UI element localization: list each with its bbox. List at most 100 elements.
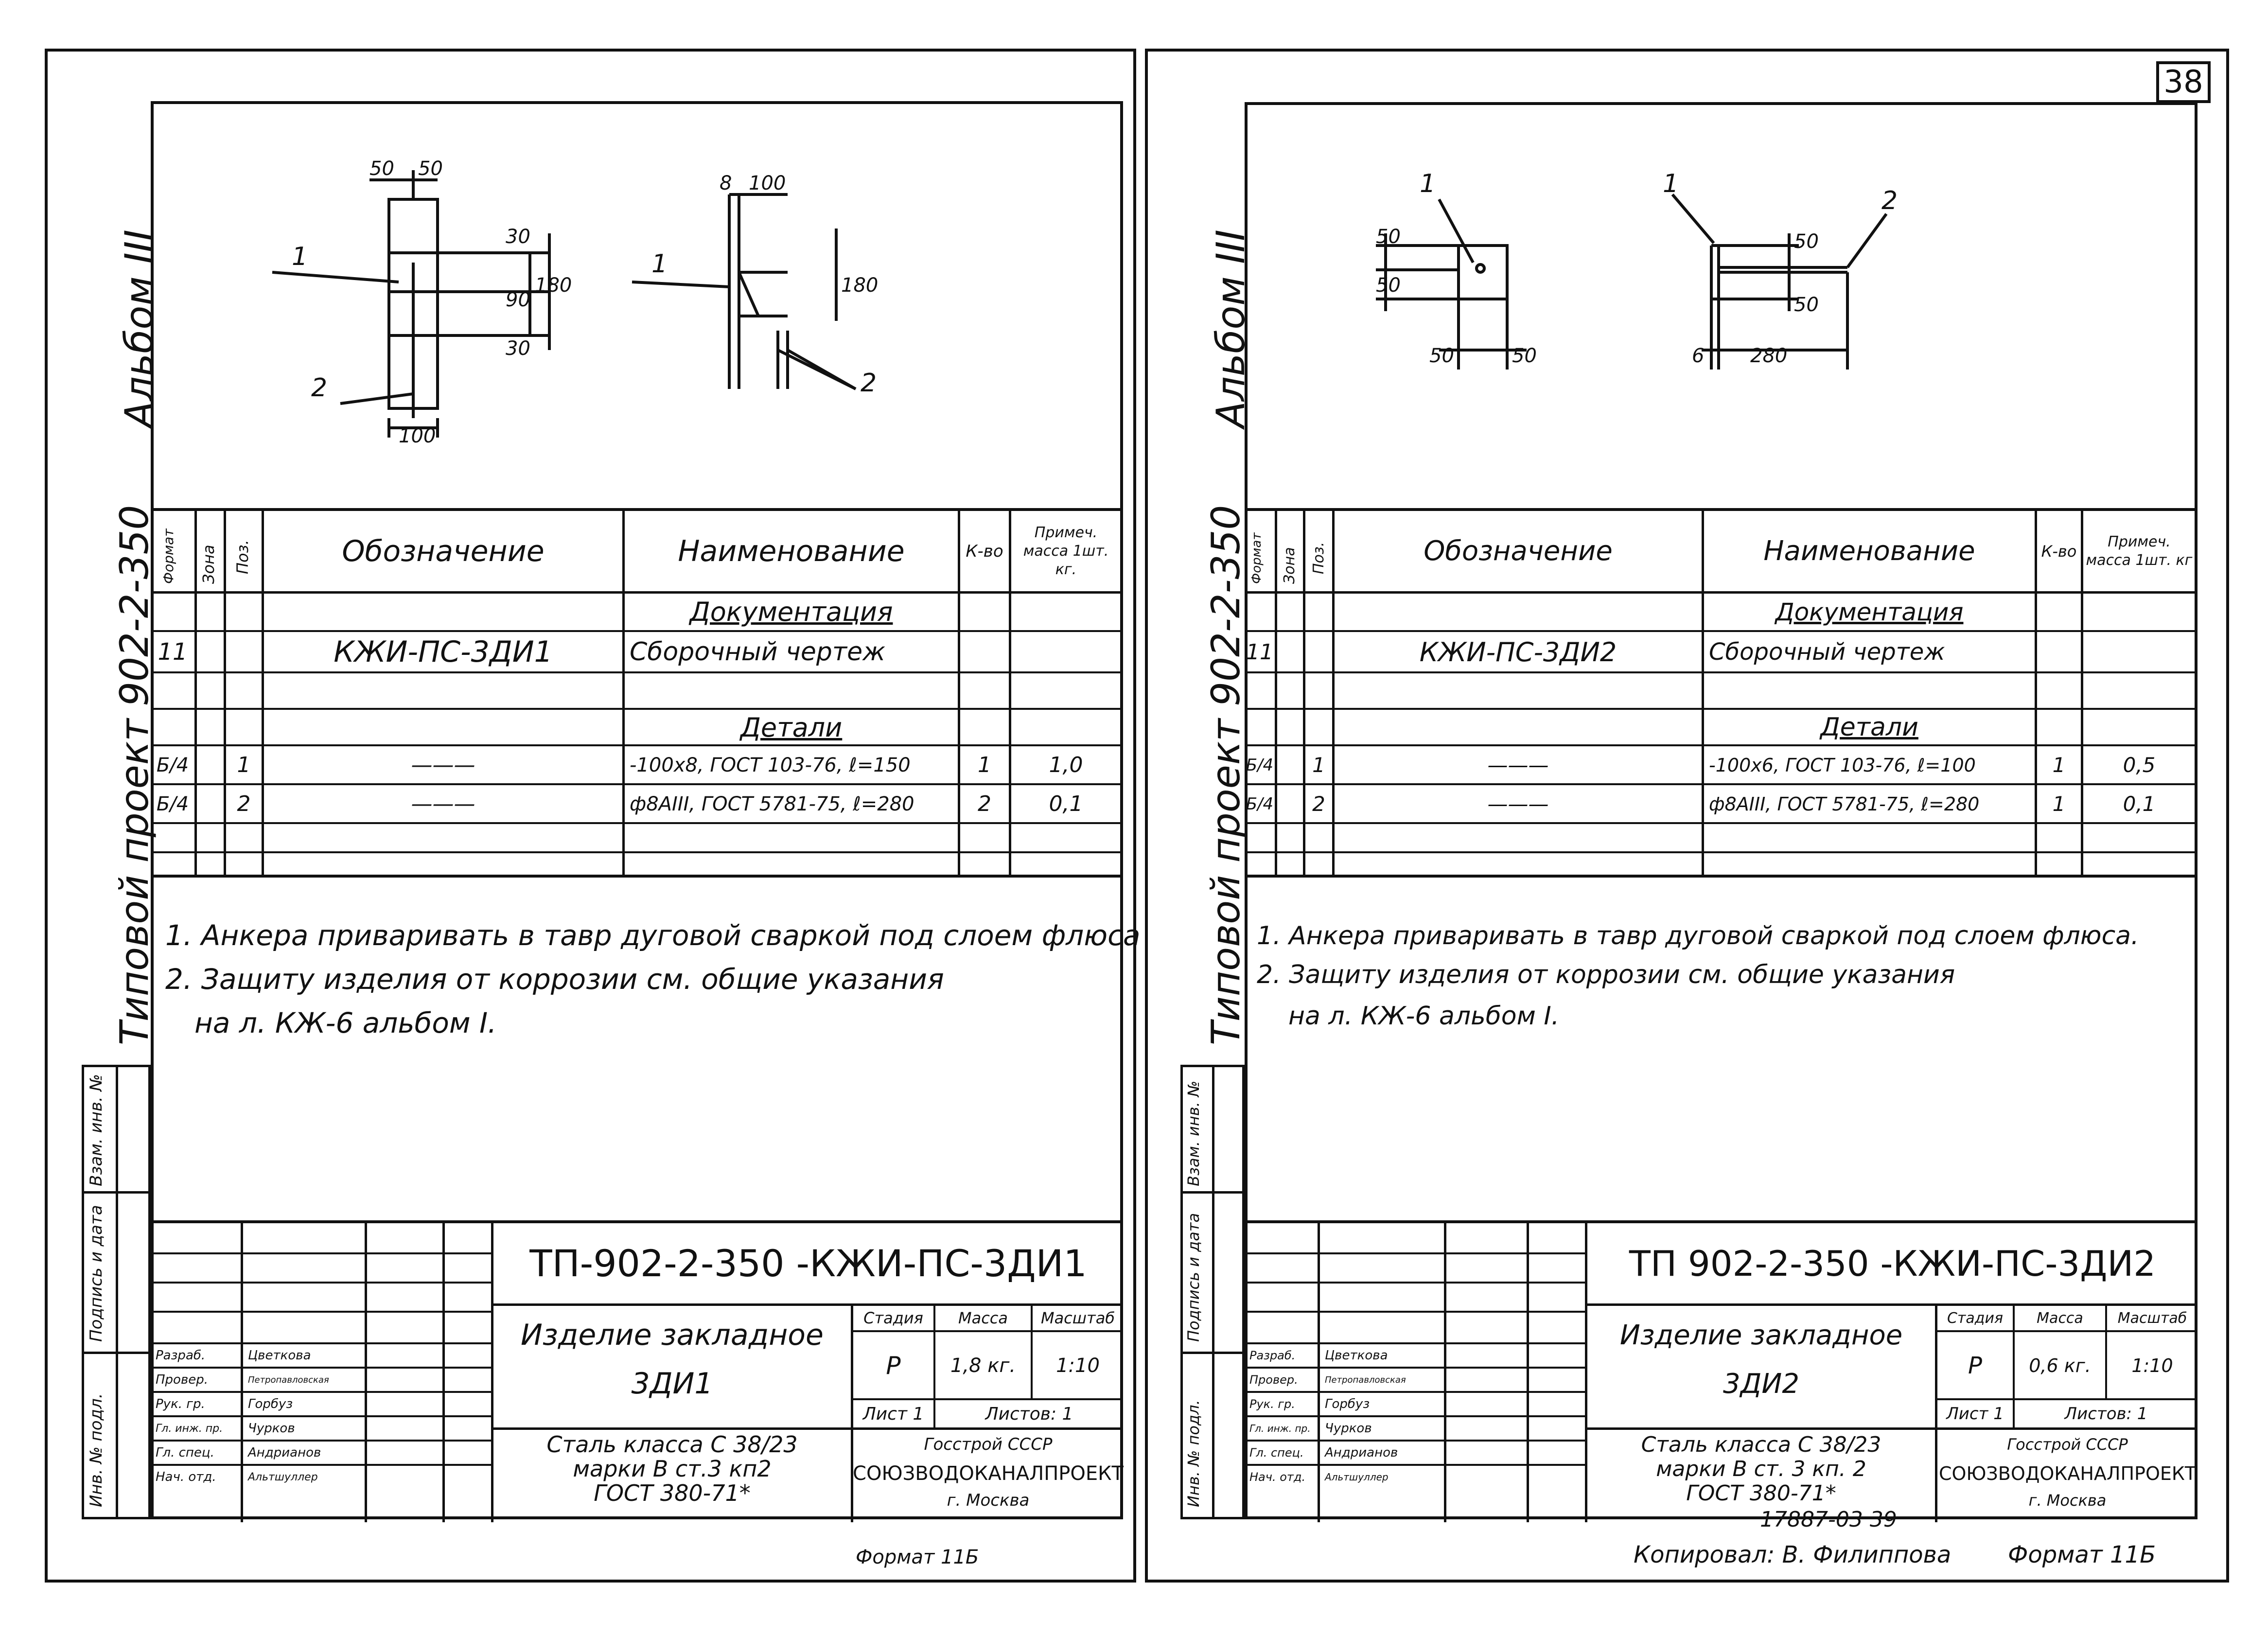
right-role-2: Провер. (1249, 1373, 1298, 1387)
left-frame (151, 101, 1123, 1519)
right-doc-name: Сборочный чертеж (1709, 638, 1945, 666)
left-role-1: Разраб. (156, 1348, 206, 1363)
left-note-1: 1. Анкера приваривать в тавр дуговой сва… (165, 919, 1141, 952)
right-row2-pos: 2 (1312, 792, 1325, 816)
left-name-5: Андрианов (248, 1445, 321, 1460)
right-doc-format: 11 (1246, 639, 1273, 665)
right-extra-code: 17887-03 39 (1760, 1507, 1897, 1532)
right-stamp-mass: 0,6 кг. (2029, 1355, 2091, 1376)
left-album-label: Альбом III (117, 229, 162, 428)
left-row2-qty: 2 (978, 792, 991, 816)
right-stamp-org-1: Госстрой СССР (2007, 1435, 2128, 1454)
right-role-5: Гл. спец. (1249, 1446, 1304, 1460)
right-row2-mass: 0,1 (2123, 792, 2156, 816)
left-stamp-material-2: марки В ст.3 кп2 (573, 1456, 772, 1482)
right-hdr-note: Примеч. масса 1шт. кг (2086, 533, 2193, 569)
left-stamp-title: Изделие закладное (521, 1318, 824, 1352)
right-note-1: 1. Анкера приваривать в тавр дуговой сва… (1257, 921, 2139, 950)
left-side-stamp-vzam: Взам. инв. № (87, 1074, 106, 1186)
left-name-4: Чурков (248, 1421, 295, 1436)
left-hdr-designation: Обозначение (342, 534, 545, 568)
right-stamp-stage: Р (1968, 1352, 1982, 1379)
left-stamp-code: ТП-902-2-350 -КЖИ-ПС-3ДИ1 (529, 1242, 1087, 1285)
left-sheet (45, 49, 1136, 1583)
left-format-note: Формат 11Б (856, 1546, 979, 1568)
right-note-3: на л. КЖ-6 альбом I. (1288, 1002, 1560, 1031)
right-hdr-qty: К-во (2041, 542, 2077, 561)
copied-by: Копировал: В. Филиппова (1634, 1541, 1952, 1568)
left-role-6: Нач. отд. (156, 1470, 216, 1484)
left-stamp-org-1: Госстрой СССР (924, 1435, 1053, 1454)
left-row2-mass: 0,1 (1049, 792, 1083, 816)
right-hdr-format: Формат (1249, 532, 1264, 584)
left-hdr-name: Наименование (678, 534, 905, 568)
right-row2-format: Б/4 (1246, 794, 1274, 814)
left-row1-qty: 1 (978, 753, 991, 777)
left-stamp-material-3: ГОСТ 380-71* (594, 1480, 751, 1506)
left-row1-name: -100х8, ГОСТ 103-76, ℓ=150 (630, 754, 911, 776)
right-name-3: Горбуз (1325, 1397, 1370, 1411)
right-note-2: 2. Защиту изделия от коррозии см. общие … (1257, 960, 1955, 989)
left-name-3: Горбуз (248, 1397, 293, 1411)
left-role-3: Рук. гр. (156, 1397, 205, 1411)
left-row1-pos: 1 (237, 753, 251, 777)
right-row1-designation: ——— (1487, 753, 1549, 777)
right-stamp-title: Изделие закладное (1619, 1319, 1903, 1351)
right-title-block: ТП 902-2-350 -КЖИ-ПС-3ДИ2 Изделие заклад… (1245, 1220, 2198, 1522)
right-section-docs: Документация (1775, 598, 1964, 626)
left-hdr-qty: К-во (966, 541, 1003, 561)
left-row1-designation: ——— (411, 753, 475, 777)
left-stamp-stage: Р (886, 1351, 901, 1380)
right-side-stamp-inv: Инв. № подл. (1184, 1400, 1203, 1507)
right-project-label: Типовой проект 902-2-350 (1203, 505, 1248, 1045)
left-row2-format: Б/4 (156, 792, 189, 815)
right-stamp-sheets: Листов: 1 (2064, 1404, 2148, 1424)
right-name-4: Чурков (1325, 1421, 1372, 1436)
right-stamp-scale-label: Масштаб (2117, 1309, 2187, 1327)
right-role-4: Гл. инж. пр. (1249, 1423, 1311, 1434)
right-stamp-org-2: СОЮЗВОДОКАНАЛПРОЕКТ (1938, 1463, 2197, 1484)
right-section-details: Детали (1820, 713, 1918, 742)
right-sheet (1145, 49, 2229, 1583)
left-role-2: Провер. (156, 1372, 209, 1387)
right-hdr-zone: Зона (1281, 547, 1298, 584)
left-hdr-format: Формат (160, 528, 176, 584)
right-doc-code: КЖИ-ПС-3ДИ2 (1419, 636, 1617, 668)
left-stamp-org-3: г. Москва (947, 1491, 1030, 1510)
right-row2-name: ф8АIII, ГОСТ 5781-75, ℓ=280 (1709, 793, 1980, 815)
left-stamp-material-1: Сталь класса С 38/23 (546, 1431, 798, 1458)
left-note-3: на л. КЖ-6 альбом I. (194, 1006, 497, 1039)
right-stamp-mass-label: Масса (2037, 1309, 2083, 1327)
page-number: 38 (2163, 64, 2203, 100)
left-doc-code: КЖИ-ПС-3ДИ1 (334, 635, 553, 669)
right-stamp-material-1: Сталь класса С 38/23 (1641, 1432, 1881, 1457)
left-spec-table: Формат Зона Поз. Обозначение Наименовани… (151, 508, 1123, 878)
right-role-3: Рук. гр. (1249, 1397, 1295, 1411)
left-doc-format: 11 (158, 638, 188, 666)
left-doc-name: Сборочный чертеж (630, 637, 885, 667)
left-name-1: Цветкова (248, 1348, 311, 1363)
right-stamp-org-3: г. Москва (2028, 1491, 2107, 1510)
right-row1-mass: 0,5 (2123, 753, 2156, 777)
right-name-6: Альтшуллер (1325, 1471, 1389, 1483)
right-stamp-material-3: ГОСТ 380-71* (1686, 1480, 1836, 1506)
left-stamp-subtitle: 3ДИ1 (631, 1367, 713, 1401)
right-format-note: Формат 11Б (2008, 1541, 2156, 1568)
left-row2-designation: ——— (411, 792, 475, 816)
left-row2-name: ф8АIII, ГОСТ 5781-75, ℓ=280 (630, 792, 914, 815)
right-stamp-sheet: Лист 1 (1946, 1404, 2004, 1424)
right-side-stamp-sign: Подпись и дата (1184, 1213, 1203, 1342)
right-row1-format: Б/4 (1246, 755, 1274, 775)
right-frame (1245, 102, 2198, 1519)
left-row1-format: Б/4 (156, 754, 189, 776)
right-stamp-subtitle: 3ДИ2 (1723, 1368, 1799, 1400)
right-stamp-scale: 1:10 (2131, 1355, 2173, 1376)
left-section-docs: Документация (689, 597, 893, 627)
right-hdr-designation: Обозначение (1424, 535, 1613, 567)
right-stamp-stage-label: Стадия (1947, 1309, 2004, 1327)
left-stamp-mass: 1,8 кг. (950, 1354, 1016, 1377)
right-row1-pos: 1 (1312, 753, 1325, 777)
left-side-stamp-sign: Подпись и дата (87, 1205, 106, 1342)
left-side-stamp-inv: Инв. № подл. (87, 1393, 106, 1507)
left-hdr-note: Примеч. масса 1шт. кг. (1023, 524, 1109, 578)
